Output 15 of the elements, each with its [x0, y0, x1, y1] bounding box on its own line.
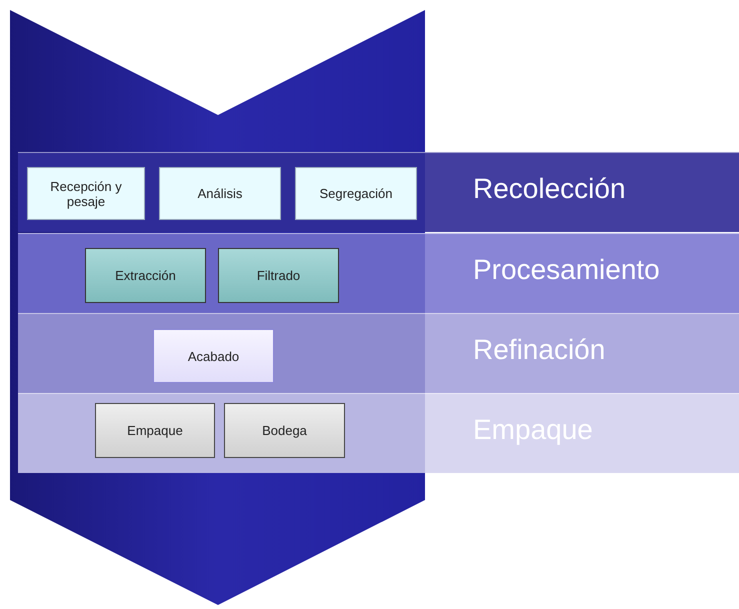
- process-box: Extracción: [85, 248, 206, 303]
- process-box: Bodega: [224, 403, 345, 458]
- stage-band: [18, 233, 739, 313]
- stage-band: [18, 313, 739, 393]
- stage-band: [18, 393, 739, 473]
- stage-title: Procesamiento: [473, 254, 660, 286]
- stage-band: [18, 152, 739, 232]
- process-box: Análisis: [159, 167, 281, 220]
- stage-title: Recolección: [473, 173, 626, 205]
- stage-title: Refinación: [473, 334, 606, 366]
- process-box: Segregación: [295, 167, 417, 220]
- process-box: Acabado: [153, 329, 274, 383]
- process-box: Empaque: [95, 403, 215, 458]
- process-box: Recepción y pesaje: [27, 167, 145, 220]
- process-box: Filtrado: [218, 248, 339, 303]
